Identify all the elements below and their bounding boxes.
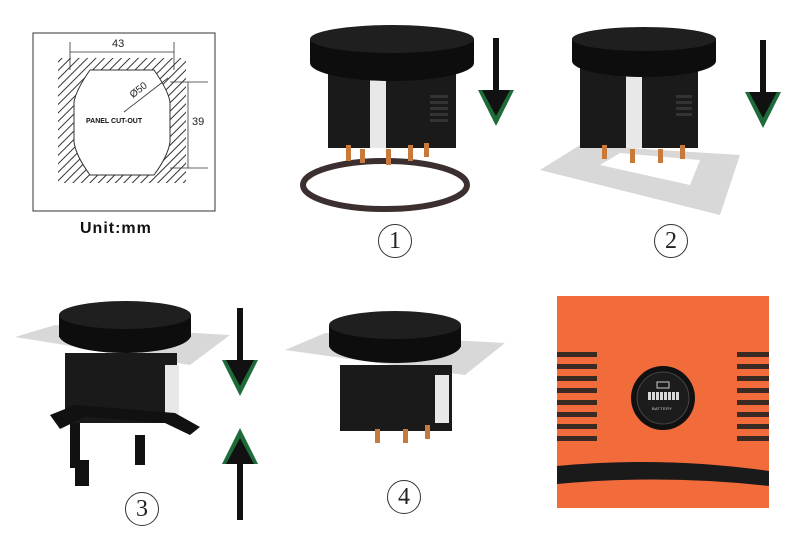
unit-label: Unit:mm (80, 220, 152, 237)
step-number-1: 1 (378, 224, 412, 258)
step-number-4: 4 (387, 480, 421, 514)
step-number-3: 3 (125, 492, 159, 526)
step4-illustration (285, 311, 505, 443)
step2-illustration (540, 27, 740, 215)
down-arrow-icon (478, 38, 514, 126)
panel-cutout-label: PANEL CUT-OUT (86, 118, 143, 125)
up-arrow-icon (222, 428, 258, 520)
step1-illustration (300, 25, 474, 212)
step3-illustration (15, 301, 230, 486)
installed-meter-photo: BATTERY (557, 296, 769, 508)
meter-battery-label: BATTERY (652, 406, 673, 411)
panel-cutout-drawing (32, 32, 216, 212)
down-arrow-icon (222, 308, 258, 396)
down-arrow-icon (745, 40, 781, 128)
height-dimension-label: 39 (192, 116, 205, 128)
step-number-2: 2 (654, 224, 688, 258)
orange-panel-graphic (557, 352, 769, 508)
width-dimension-label: 43 (112, 38, 125, 50)
